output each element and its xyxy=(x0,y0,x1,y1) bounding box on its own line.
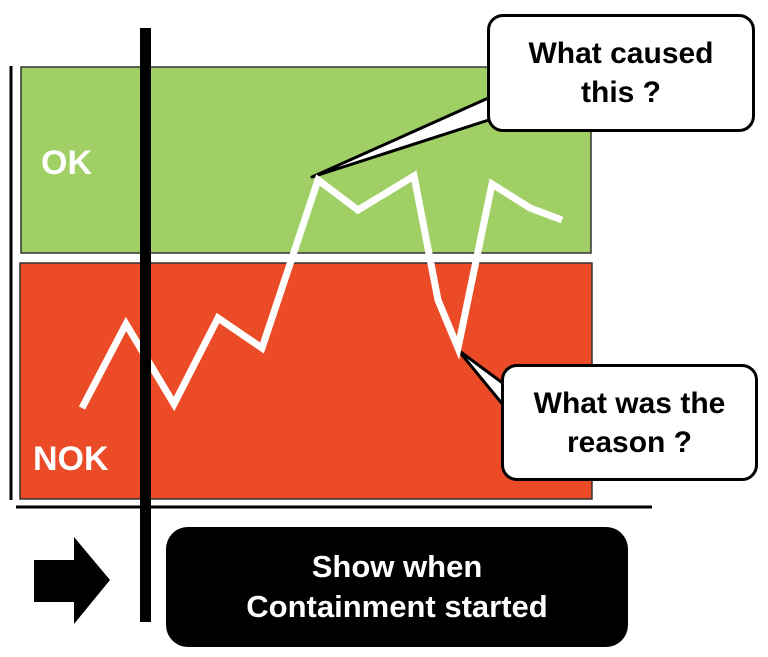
banner-line1: Show when xyxy=(311,549,483,584)
callout-top-line2: this ? xyxy=(581,76,661,109)
callout-bottom-line1: What was the xyxy=(533,386,726,420)
banner-line2: Containment started xyxy=(246,589,548,624)
callout-top-line1: What caused xyxy=(528,37,714,70)
process-signal-line xyxy=(78,170,564,412)
nok-zone-label: NOK xyxy=(33,440,109,478)
callout-what-was-the-reason: What was the reason ? xyxy=(501,364,758,481)
callout-what-caused-this: What caused this ? xyxy=(487,14,755,132)
containment-marker-line xyxy=(140,28,151,622)
containment-banner: Show when Containment started xyxy=(166,527,628,647)
callout-bottom-line2: reason ? xyxy=(566,425,693,459)
ok-zone-label: OK xyxy=(41,144,92,182)
right-arrow-icon xyxy=(34,537,110,624)
